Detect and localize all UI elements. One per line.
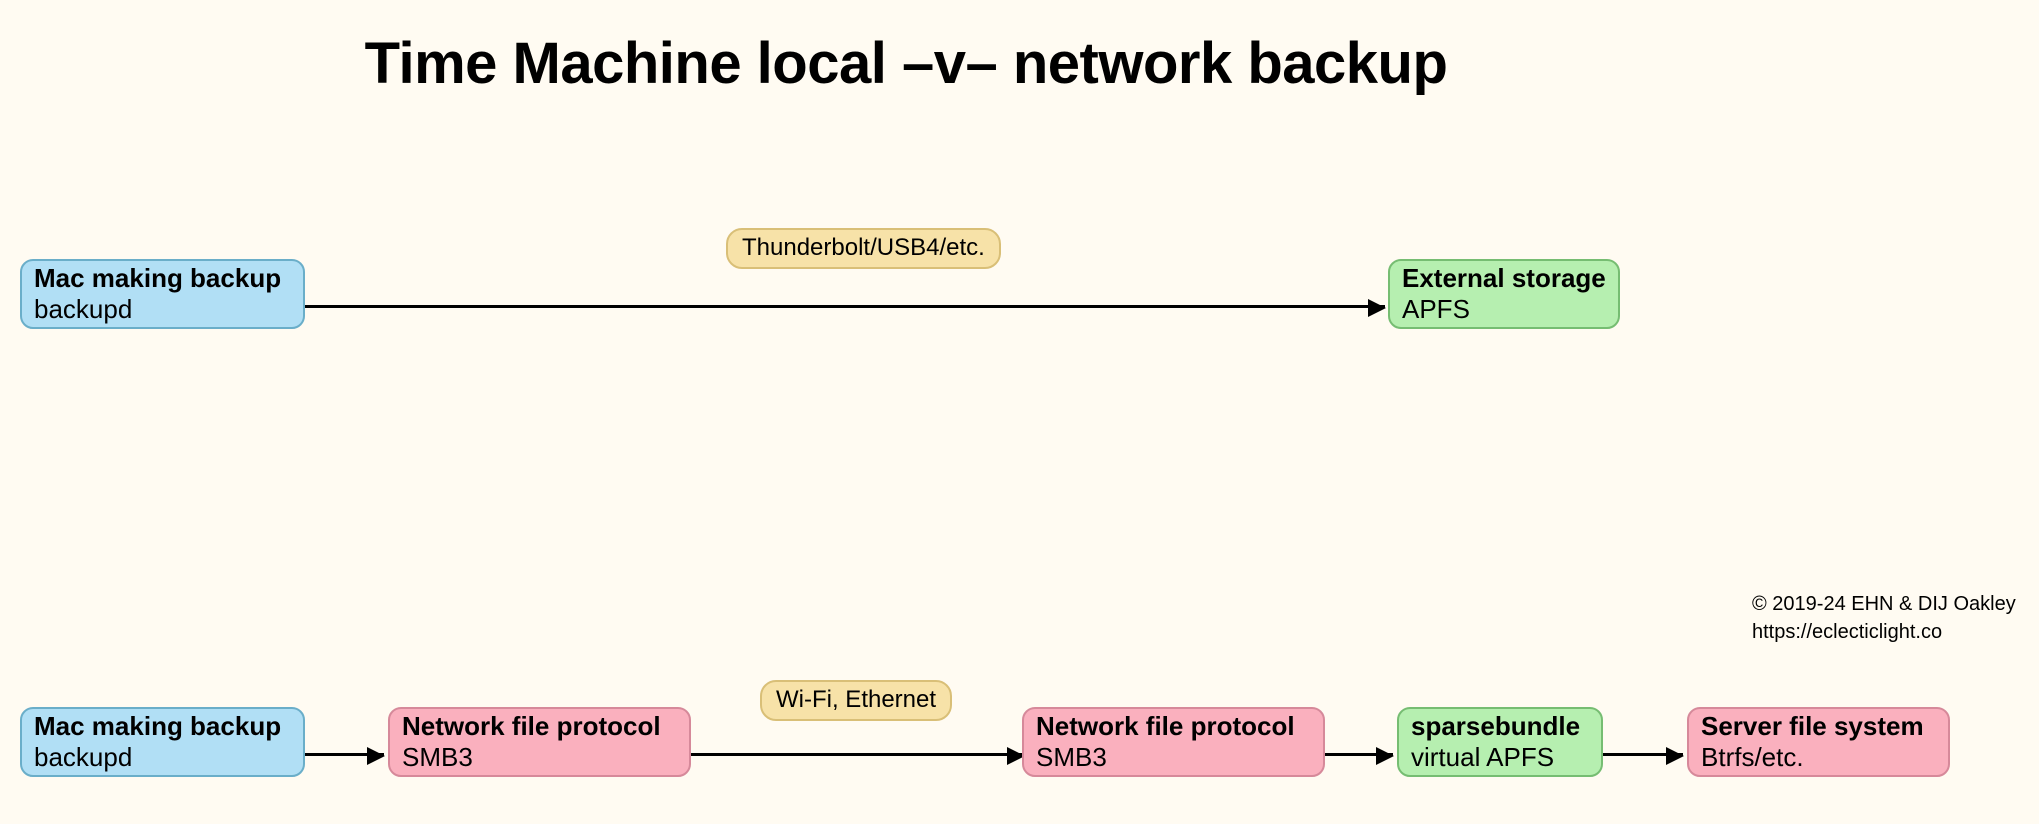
arrow-net-mac-to-client-protocol — [305, 747, 385, 765]
node-subtitle: APFS — [1402, 293, 1470, 324]
node-title: Mac making backup — [34, 262, 282, 293]
node-net-sparsebundle: sparsebundle virtual APFS — [1397, 707, 1603, 777]
node-subtitle: SMB3 — [1036, 741, 1107, 772]
node-title: sparsebundle — [1411, 710, 1581, 741]
node-net-mac: Mac making backup backupd — [20, 707, 305, 777]
node-subtitle: Btrfs/etc. — [1701, 741, 1804, 772]
arrow-server-protocol-to-sparsebundle — [1325, 747, 1394, 765]
node-title: Server file system — [1701, 710, 1924, 741]
node-net-server-fs: Server file system Btrfs/etc. — [1687, 707, 1950, 777]
page-title: Time Machine local –v– network backup — [364, 31, 1448, 96]
node-net-server-protocol: Network file protocol SMB3 — [1022, 707, 1325, 777]
node-net-client-protocol: Network file protocol SMB3 — [388, 707, 691, 777]
node-subtitle: virtual APFS — [1411, 741, 1555, 772]
node-title: Network file protocol — [402, 710, 661, 741]
arrow-local-mac-to-external-storage — [305, 299, 1386, 317]
node-local-external-storage: External storage APFS — [1388, 259, 1620, 329]
node-title: Mac making backup — [34, 710, 282, 741]
node-local-mac: Mac making backup backupd — [20, 259, 305, 329]
credit-url: https://eclecticlight.co — [1752, 621, 1943, 643]
node-subtitle: backupd — [34, 741, 133, 772]
credit-copyright: © 2019-24 EHN & DIJ Oakley — [1752, 593, 2016, 615]
credit-block: © 2019-24 EHN & DIJ Oakley https://eclec… — [1752, 590, 2016, 646]
node-subtitle: backupd — [34, 293, 133, 324]
arrow-client-protocol-to-server-protocol — [691, 747, 1025, 765]
edge-label-network-link: Wi-Fi, Ethernet — [760, 680, 953, 721]
node-subtitle: SMB3 — [402, 741, 473, 772]
node-title: Network file protocol — [1036, 710, 1295, 741]
node-title: External storage — [1402, 262, 1606, 293]
edge-label-local-link: Thunderbolt/USB4/etc. — [726, 228, 1001, 269]
arrow-sparsebundle-to-server-fs — [1603, 747, 1684, 765]
